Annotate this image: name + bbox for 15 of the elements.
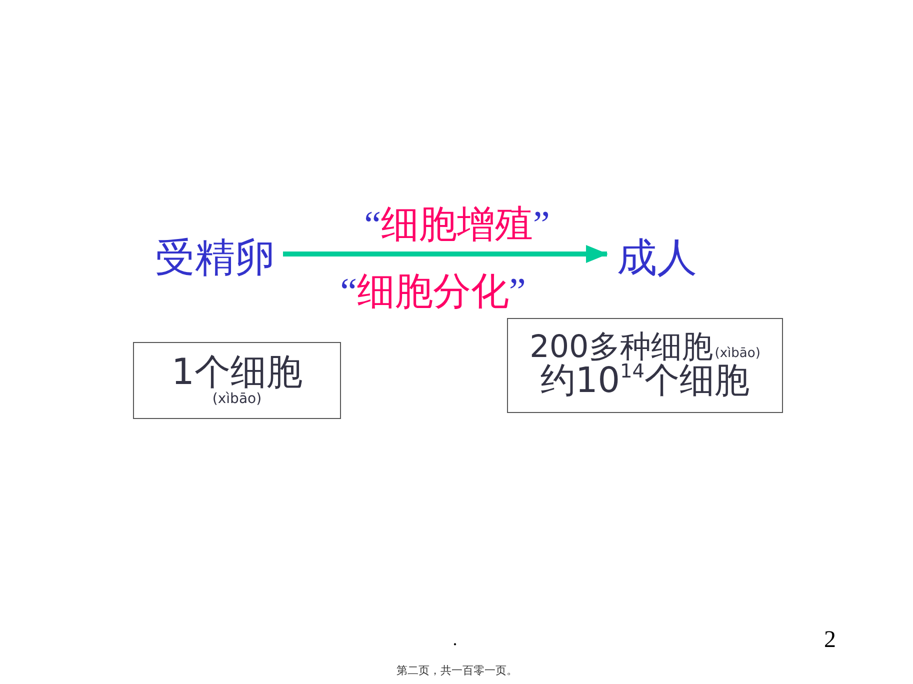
- pinyin-annotation: (xìbāo): [212, 392, 262, 407]
- stage-label: 成人: [617, 236, 697, 280]
- arrow-caption: “细胞分化”: [340, 272, 526, 314]
- footer-dot: .: [452, 630, 458, 650]
- page-footer-text: 第二页，共一百零一页。: [396, 665, 518, 678]
- cell-types-text: 200多种细胞: [530, 330, 713, 364]
- info-box: [133, 342, 341, 419]
- cell-count-text: 约10$^{14}$个细胞: [540, 363, 750, 400]
- pinyin-annotation: (xìbāo): [714, 346, 760, 360]
- stage-label: 受精卵: [155, 236, 275, 280]
- page-number: 2: [824, 627, 836, 654]
- cell-count-text: 1个细胞: [172, 354, 302, 392]
- edge-label: “细胞增殖”: [364, 204, 550, 248]
- info-box: [507, 318, 783, 413]
- arrow: [283, 245, 608, 263]
